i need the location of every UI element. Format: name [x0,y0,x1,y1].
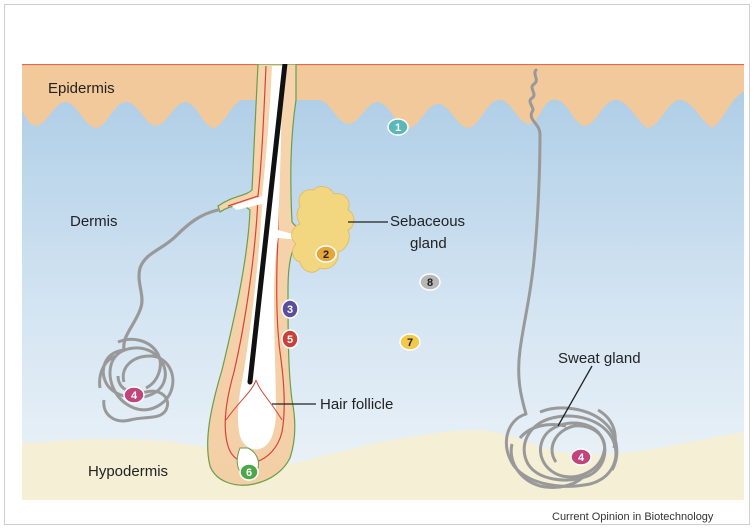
svg-text:2: 2 [323,249,329,261]
svg-text:4: 4 [578,452,585,464]
badge-4-left: 4 [124,387,144,403]
badge-1: 1 [388,119,408,135]
label-sebaceous: Sebaceous [390,213,465,230]
label-hypodermis: Hypodermis [88,463,168,480]
badge-2: 2 [316,246,336,262]
svg-text:6: 6 [246,467,252,479]
svg-text:7: 7 [407,337,413,349]
label-hair-follicle: Hair follicle [320,396,393,413]
badge-5: 5 [282,330,298,348]
badge-4-right: 4 [571,449,591,465]
svg-text:8: 8 [427,277,433,289]
label-dermis: Dermis [70,213,118,230]
dermis-layer [22,64,744,500]
badge-3: 3 [282,300,298,318]
badge-7: 7 [400,334,420,350]
label-gland: gland [410,235,447,252]
credit-text: Current Opinion in Biotechnology [552,511,714,523]
svg-text:1: 1 [395,122,401,134]
label-sweat-gland: Sweat gland [558,350,641,367]
svg-text:3: 3 [287,304,293,316]
svg-text:4: 4 [131,390,138,402]
svg-text:5: 5 [287,334,293,346]
badge-8: 8 [420,274,440,290]
label-epidermis: Epidermis [48,80,115,97]
badge-6: 6 [240,464,258,480]
